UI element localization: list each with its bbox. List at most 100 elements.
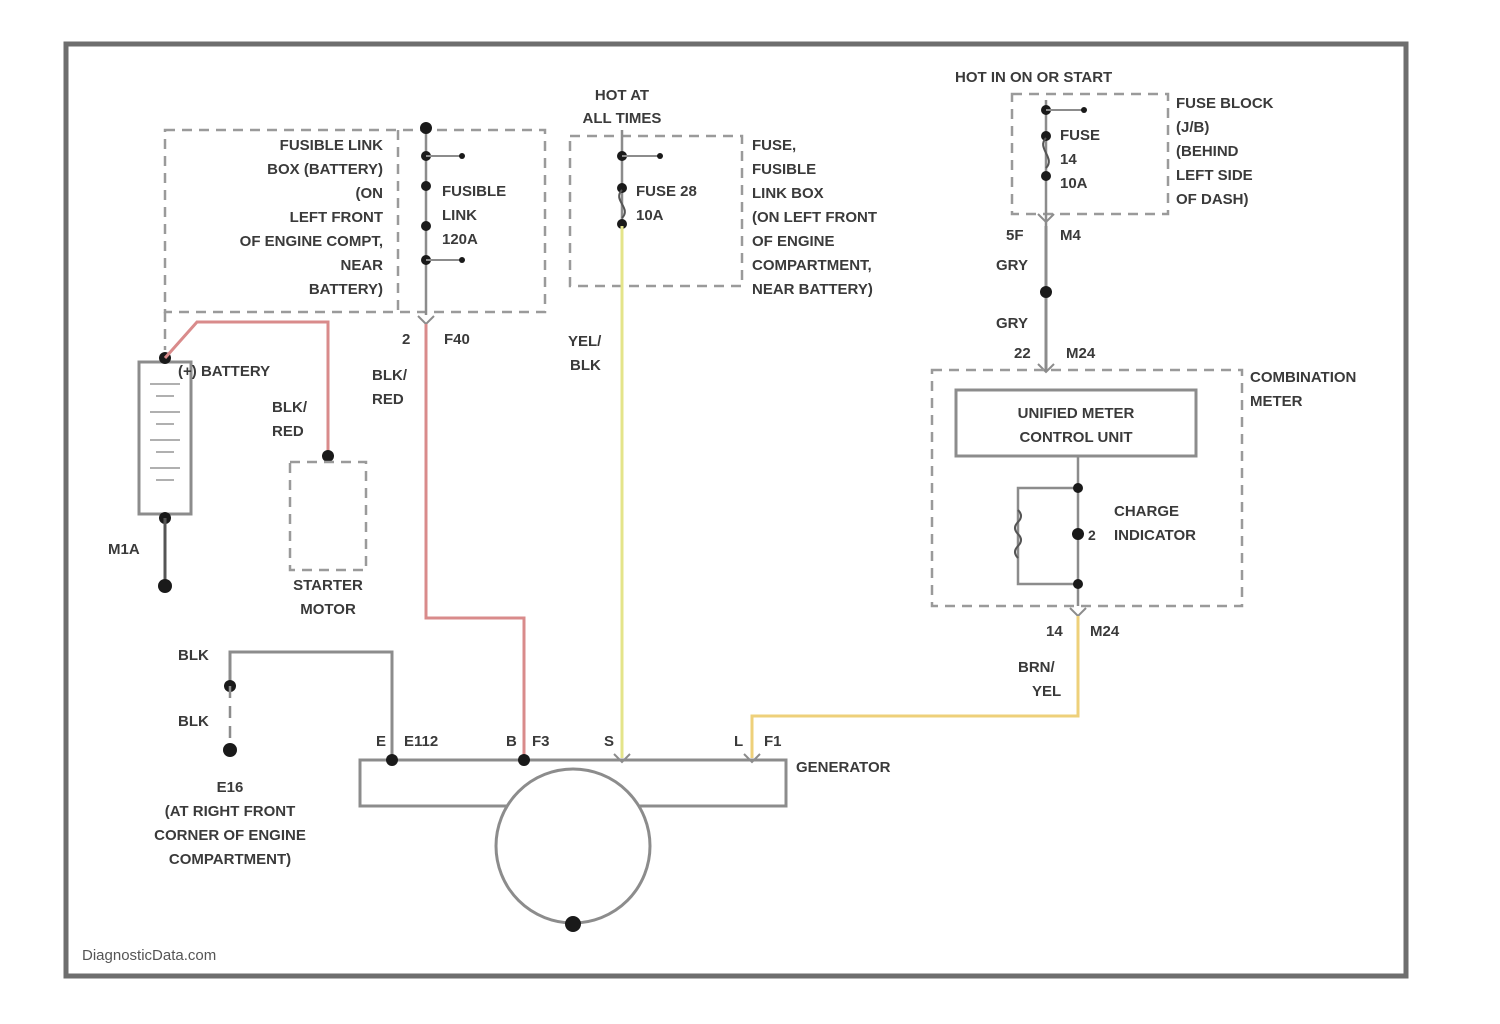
svg-text:F1: F1: [764, 733, 782, 750]
svg-text:S: S: [604, 733, 614, 750]
svg-text:5F: 5F: [1006, 227, 1024, 244]
svg-text:10A: 10A: [1060, 175, 1088, 192]
svg-text:M24: M24: [1090, 623, 1120, 640]
svg-text:CHARGE: CHARGE: [1114, 503, 1179, 520]
svg-text:(BEHIND: (BEHIND: [1176, 143, 1239, 160]
svg-text:(AT RIGHT FRONT: (AT RIGHT FRONT: [165, 803, 296, 820]
svg-text:2: 2: [402, 331, 410, 348]
svg-text:COMPARTMENT): COMPARTMENT): [169, 851, 291, 868]
svg-text:MOTOR: MOTOR: [300, 601, 356, 618]
connector-f40: [418, 316, 434, 324]
svg-text:HOT AT: HOT AT: [595, 87, 649, 104]
wire-brn-yel-label: BRN/ YEL: [1018, 659, 1061, 700]
svg-text:NEAR: NEAR: [340, 257, 383, 274]
svg-text:BOX (BATTERY): BOX (BATTERY): [267, 161, 383, 178]
connector-f40-label: 2 F40: [402, 331, 470, 348]
charge-indicator-circuit: 2: [1015, 456, 1096, 606]
svg-text:LEFT SIDE: LEFT SIDE: [1176, 167, 1253, 184]
svg-text:BLK/: BLK/: [372, 367, 408, 384]
svg-text:E112: E112: [404, 733, 438, 750]
svg-text:NEAR BATTERY): NEAR BATTERY): [752, 281, 873, 298]
ground-m1a-dot: [158, 579, 172, 593]
generator-body: [496, 769, 650, 923]
wire-blk-red-label: BLK/ RED: [372, 367, 408, 408]
generator-label: GENERATOR: [796, 759, 891, 776]
unified-meter-label: UNIFIED METER CONTROL UNIT: [1018, 405, 1135, 446]
svg-text:LINK: LINK: [442, 207, 477, 224]
splice-gry: [1040, 286, 1052, 298]
svg-text:(J/B): (J/B): [1176, 119, 1209, 136]
svg-text:FUSE BLOCK: FUSE BLOCK: [1176, 95, 1274, 112]
svg-text:LEFT FRONT: LEFT FRONT: [290, 209, 383, 226]
ground-e16-dot: [223, 743, 237, 757]
svg-text:BATTERY): BATTERY): [309, 281, 383, 298]
svg-text:(ON LEFT FRONT: (ON LEFT FRONT: [752, 209, 877, 226]
wire-blk-red-to-generator: [426, 324, 524, 758]
svg-text:FUSIBLE LINK: FUSIBLE LINK: [280, 137, 383, 154]
svg-text:FUSE: FUSE: [1060, 127, 1100, 144]
svg-text:22: 22: [1014, 345, 1031, 362]
svg-text:FUSE 28: FUSE 28: [636, 183, 697, 200]
svg-text:14: 14: [1060, 151, 1077, 168]
svg-text:M4: M4: [1060, 227, 1081, 244]
hot-in-on-or-start-label: HOT IN ON OR START: [955, 69, 1112, 86]
hot-at-all-times-label: HOT AT ALL TIMES: [583, 87, 662, 127]
battery-cells: [150, 384, 180, 480]
svg-text:RED: RED: [372, 391, 404, 408]
svg-text:10A: 10A: [636, 207, 664, 224]
svg-text:2: 2: [1088, 527, 1096, 543]
svg-text:UNIFIED METER: UNIFIED METER: [1018, 405, 1135, 422]
combination-meter-label: COMBINATION METER: [1250, 369, 1356, 410]
charge-indicator-label: CHARGE INDICATOR: [1114, 503, 1196, 544]
fusible-link-label: FUSIBLE LINK 120A: [442, 183, 506, 248]
wire-brn-yel-to-generator: [752, 616, 1078, 758]
svg-text:14: 14: [1046, 623, 1063, 640]
svg-text:OF ENGINE COMPT,: OF ENGINE COMPT,: [240, 233, 383, 250]
svg-text:YEL/: YEL/: [568, 333, 602, 350]
svg-text:120A: 120A: [442, 231, 478, 248]
fuse-link-box-desc: FUSE, FUSIBLE LINK BOX (ON LEFT FRONT OF…: [752, 137, 877, 298]
generator-ground-dot: [565, 916, 581, 932]
connector-m24-bottom: [1070, 608, 1086, 616]
generator-pin-b: [518, 754, 530, 766]
fuse-28-label: FUSE 28 10A: [636, 183, 697, 224]
svg-text:YEL: YEL: [1032, 683, 1061, 700]
battery-wire-label: BLK/ RED: [272, 399, 308, 440]
svg-text:E: E: [376, 733, 386, 750]
svg-text:COMPARTMENT,: COMPARTMENT,: [752, 257, 872, 274]
starter-terminal: [322, 450, 334, 462]
svg-text:FUSIBLE: FUSIBLE: [442, 183, 506, 200]
svg-text:B: B: [506, 733, 517, 750]
fuse-block-desc: FUSE BLOCK (J/B) (BEHIND LEFT SIDE OF DA…: [1176, 95, 1274, 208]
svg-text:LINK BOX: LINK BOX: [752, 185, 824, 202]
svg-text:CONTROL UNIT: CONTROL UNIT: [1019, 429, 1132, 446]
generator-pin-labels: E E112 B F3 S L F1: [376, 733, 782, 750]
svg-text:FUSE,: FUSE,: [752, 137, 796, 154]
svg-text:M24: M24: [1066, 345, 1096, 362]
wire-yel-blk-label: YEL/ BLK: [568, 333, 602, 374]
starter-motor-label: STARTER MOTOR: [293, 577, 363, 618]
svg-text:L: L: [734, 733, 743, 750]
svg-text:RED: RED: [272, 423, 304, 440]
svg-text:FUSIBLE: FUSIBLE: [752, 161, 816, 178]
svg-text:OF DASH): OF DASH): [1176, 191, 1249, 208]
connector-m4-label: 5F M4: [1006, 227, 1081, 244]
svg-text:STARTER: STARTER: [293, 577, 363, 594]
wire-blk-label-2: BLK: [178, 713, 209, 730]
battery-label: (+) BATTERY: [178, 363, 270, 380]
svg-text:METER: METER: [1250, 393, 1303, 410]
watermark: DiagnosticData.com: [82, 947, 216, 964]
connector-m24-top-label: 22 M24: [1014, 345, 1096, 362]
svg-text:INDICATOR: INDICATOR: [1114, 527, 1196, 544]
fuse-14-label: FUSE 14 10A: [1060, 127, 1100, 192]
fuse-block-outline: [1012, 94, 1168, 214]
svg-text:E16: E16: [217, 779, 244, 796]
unified-meter-control-unit: [956, 390, 1196, 456]
wire-gry-label-2: GRY: [996, 315, 1028, 332]
ground-e16-label: E16 (AT RIGHT FRONT CORNER OF ENGINE COM…: [154, 779, 306, 868]
ground-m1a-label: M1A: [108, 541, 140, 558]
svg-text:F3: F3: [532, 733, 550, 750]
wire-blk-ground: [230, 652, 392, 758]
starter-motor-outline: [290, 462, 366, 570]
svg-text:F40: F40: [444, 331, 470, 348]
